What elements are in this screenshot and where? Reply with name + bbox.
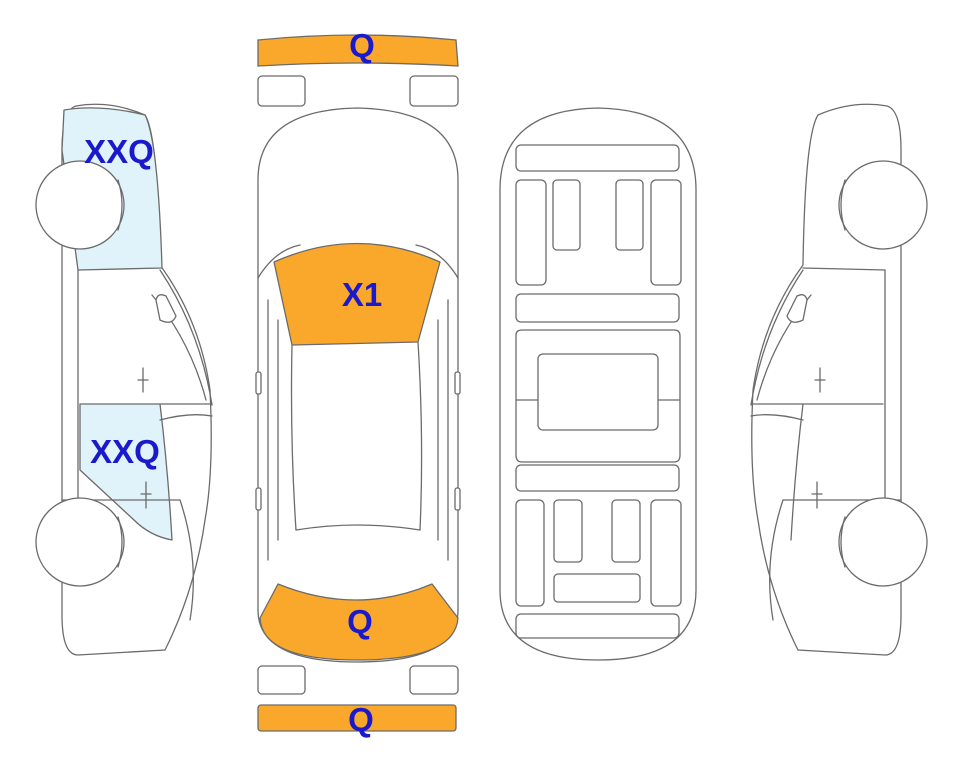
front-bumper-label: Q xyxy=(349,27,375,64)
left-front-wheel xyxy=(35,160,125,250)
top-body-outline xyxy=(257,107,459,663)
right-side-view xyxy=(750,103,928,656)
left-upper-panel-label: XXQ xyxy=(84,133,154,170)
rear-bumper-label: Q xyxy=(348,701,374,738)
hood-label: X1 xyxy=(342,276,382,313)
left-lower-panel[interactable] xyxy=(79,403,173,541)
rear-right-light xyxy=(409,665,459,695)
trunk-label: Q xyxy=(347,603,373,640)
hood-panel[interactable] xyxy=(273,242,441,346)
front-bumper-panel[interactable] xyxy=(257,34,459,67)
left-lower-panel-label: XXQ xyxy=(90,433,160,470)
rear-left-light xyxy=(257,665,306,695)
left-rear-wheel xyxy=(35,497,125,587)
front-left-light xyxy=(257,75,306,107)
rear-bumper-panel[interactable] xyxy=(257,704,457,732)
right-front-wheel xyxy=(838,160,928,250)
left-side-view xyxy=(35,103,213,656)
right-rear-wheel xyxy=(838,497,928,587)
trunk-panel[interactable] xyxy=(259,583,459,661)
top-view xyxy=(255,34,461,732)
front-right-light xyxy=(409,75,459,107)
underside-view xyxy=(499,107,697,661)
